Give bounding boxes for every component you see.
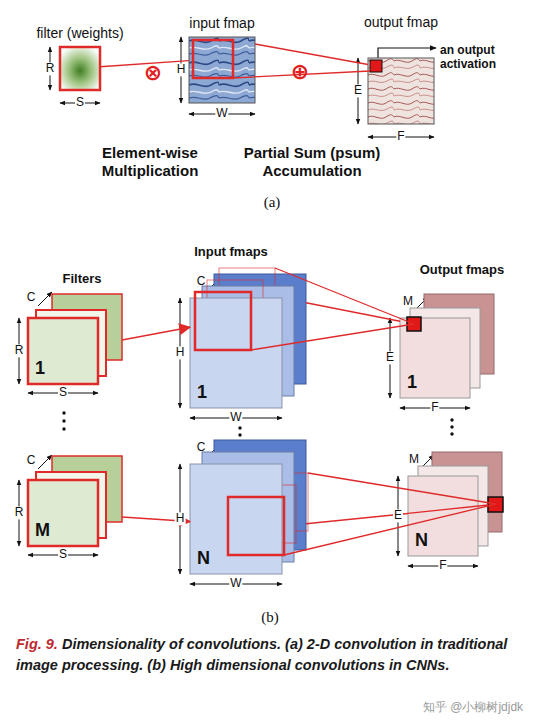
- dimension-label: W: [215, 107, 228, 120]
- dimension-label: E: [353, 84, 363, 97]
- figure-number: Fig. 9.: [16, 636, 58, 652]
- fmap-heading: input fmap: [189, 15, 254, 31]
- dimension-label: M: [403, 295, 413, 308]
- node-graphic: [368, 58, 434, 124]
- ellipsis-dots: [62, 411, 453, 443]
- dimension-label: F: [430, 401, 439, 414]
- dimension-label: F: [438, 559, 447, 572]
- fmap-index: N: [415, 530, 428, 551]
- column-heading: Output fmaps: [420, 263, 505, 277]
- dimension-label: S: [75, 96, 85, 109]
- dimension-label: C: [27, 454, 36, 467]
- fmap-sheet: [408, 476, 478, 556]
- filter-stack: 1: [28, 294, 122, 384]
- output-activation: [488, 497, 503, 512]
- operator-symbol: ⊕: [291, 60, 309, 84]
- fmap-index: N: [197, 548, 210, 569]
- callout-text: an output activation: [440, 44, 520, 72]
- caption-block: Fig. 9.Dimensionality of convolutions. (…: [16, 634, 531, 676]
- filter-stack: M: [28, 456, 122, 546]
- dimension-label: E: [393, 509, 403, 522]
- fmap-index: 1: [35, 358, 45, 379]
- caption-text: Dimensionality of convolutions. (a) 2-D …: [16, 636, 507, 673]
- dimension-label: W: [229, 411, 242, 424]
- fmap-index: 1: [197, 382, 207, 403]
- dimension-label: C: [197, 275, 206, 288]
- fmap-heading: output fmap: [364, 14, 438, 30]
- operator-symbol: ⊗: [144, 61, 162, 85]
- node-graphic: [60, 47, 100, 90]
- column-heading: Filters: [62, 272, 101, 286]
- fmap-sheet: [60, 47, 100, 90]
- dimension-label: S: [58, 548, 68, 561]
- sliding-window: [195, 292, 251, 350]
- dimension-label: R: [14, 344, 25, 357]
- output-activation: [370, 60, 382, 72]
- output-fmap-box: output fmap: [368, 58, 434, 124]
- dimension-label: R: [45, 62, 56, 75]
- dimension-label: C: [27, 291, 36, 304]
- sheet-rect: [28, 480, 98, 546]
- fmap-index: 1: [407, 372, 417, 393]
- input-fmap-stack: N: [190, 440, 306, 574]
- sliding-window: [193, 40, 233, 78]
- subfigure-label: (a): [264, 194, 281, 211]
- fmap-heading: filter (weights): [36, 25, 123, 41]
- sheet-rect: [190, 298, 282, 408]
- fmap-index: M: [35, 520, 50, 541]
- operation-label: Partial Sum (psum) Accumulation: [227, 144, 397, 180]
- dimension-label: H: [175, 346, 186, 359]
- dimension-label: S: [58, 386, 68, 399]
- fmap-sheet: [189, 37, 255, 103]
- connector-arrow: [255, 44, 368, 65]
- sheet-rect: [400, 318, 470, 398]
- fmap-sheet: [28, 318, 98, 384]
- callout-leader: [378, 48, 436, 58]
- fmap-sheet: [400, 318, 470, 398]
- sheet-rect: [190, 464, 282, 574]
- connector-arrow: [122, 327, 190, 340]
- sliding-window: [228, 497, 284, 555]
- sheet-rect: [28, 318, 98, 384]
- watermark: 知乎 @小柳树jdjdk: [423, 701, 523, 714]
- dimension-label: M: [409, 453, 419, 466]
- fmap-sheet: [28, 480, 98, 546]
- dimension-label: W: [229, 577, 242, 590]
- column-heading: Input fmaps: [194, 245, 268, 259]
- input-fmap-box: input fmap: [189, 37, 255, 103]
- fmap-sheet: [190, 464, 282, 574]
- output-activation: [407, 317, 421, 331]
- sheet-rect: [408, 476, 478, 556]
- node-graphic: [189, 37, 255, 103]
- dimension-label: H: [176, 63, 187, 76]
- output-fmap-stack: 1: [400, 294, 494, 398]
- dimension-label: H: [175, 512, 186, 525]
- dimension-arrows: [19, 37, 478, 584]
- input-fmap-stack: 1: [190, 274, 306, 408]
- operation-label: Element-wise Multiplication: [85, 144, 215, 180]
- output-fmap-stack: N: [408, 452, 502, 556]
- dimension-label: R: [14, 506, 25, 519]
- dimension-label: F: [396, 130, 405, 143]
- fmap-sheet: [368, 58, 434, 124]
- filter-box: filter (weights): [60, 47, 100, 90]
- subfigure-label: (b): [261, 609, 279, 626]
- dimension-label: C: [197, 441, 206, 454]
- connector-arrow: [306, 303, 400, 321]
- fmap-sheet: [190, 298, 282, 408]
- node-graphic: [190, 274, 306, 408]
- dimension-label: E: [385, 351, 395, 364]
